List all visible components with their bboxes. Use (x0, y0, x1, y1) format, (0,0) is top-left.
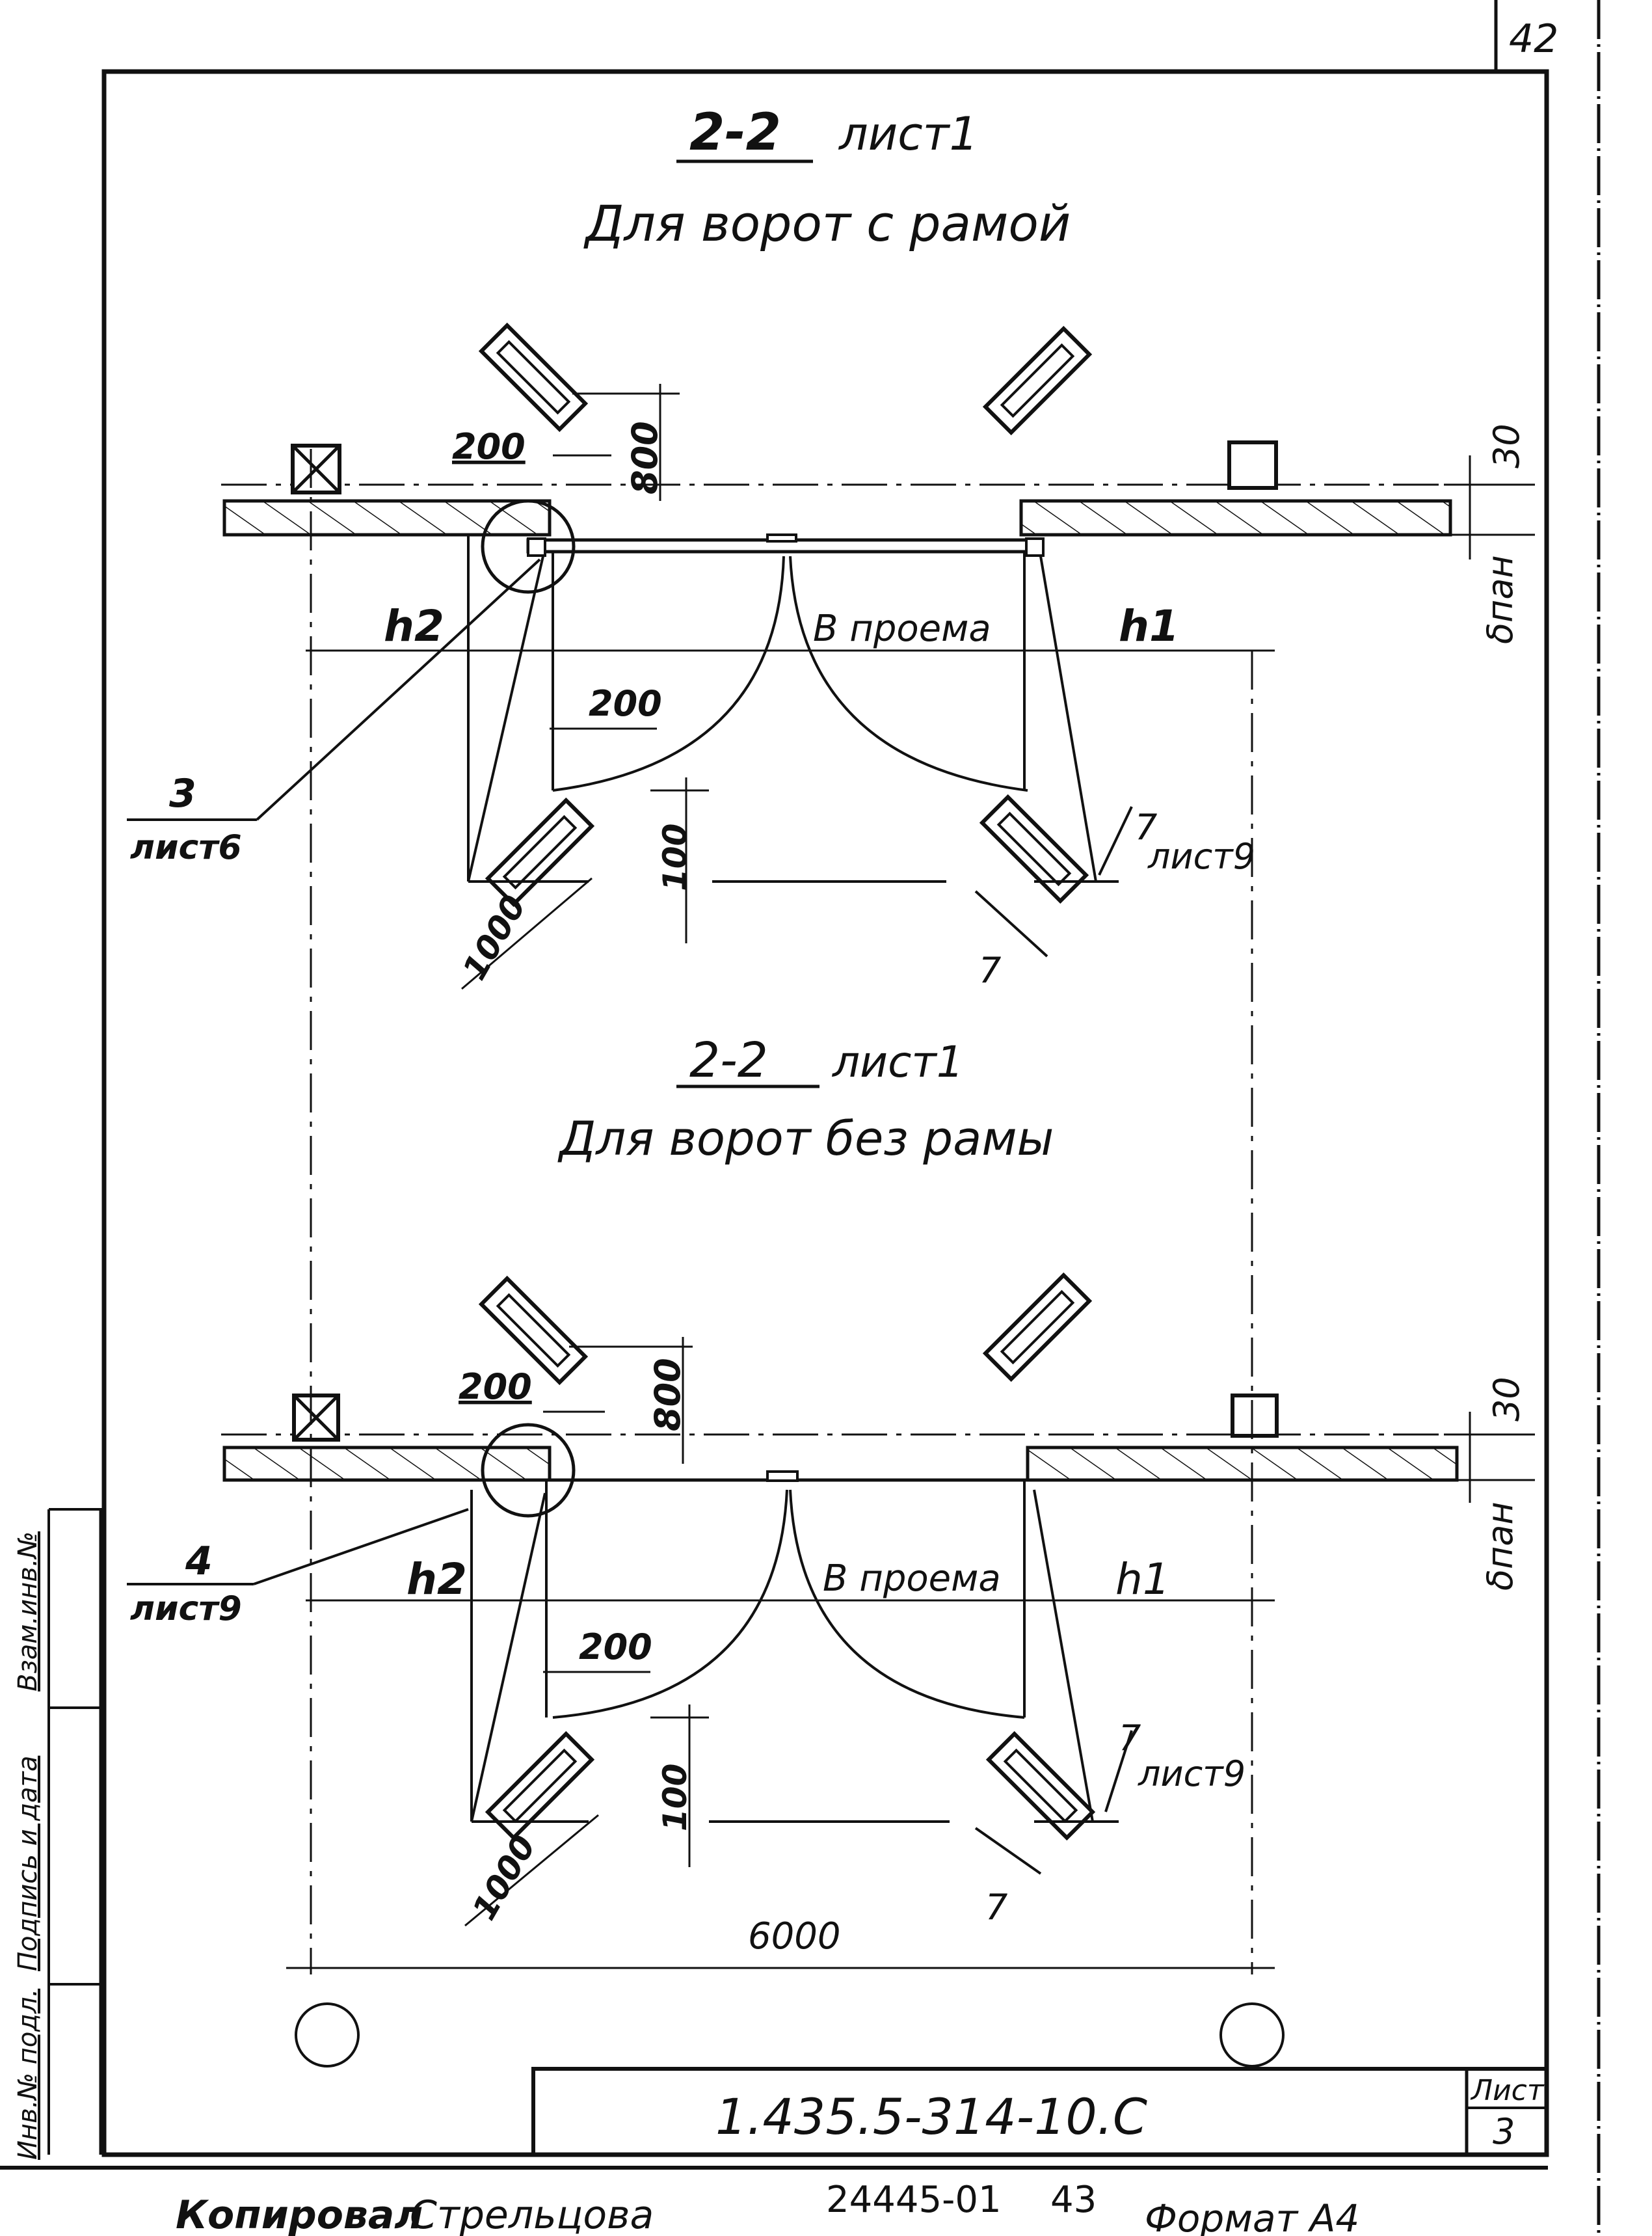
footer-name: Стрельцова (410, 2192, 654, 2236)
lower-callout-right-num: 7 (1119, 1717, 1141, 1758)
lower-column-left (292, 1394, 340, 1442)
upper-dim-200-top: 200 (452, 426, 526, 467)
lower-dim-1000: 1000 (465, 1829, 543, 1926)
lower-dim-b-opening: В проема (823, 1557, 1001, 1600)
upper-stop-top-left (478, 322, 589, 433)
lower-sheet-ref: лист1 (831, 1037, 964, 1087)
stamp-code: 1.435.5-314-10.C (715, 2088, 1147, 2146)
footer-num: 43 (1050, 2179, 1097, 2221)
upper-section-mark: 2-2 (689, 103, 781, 162)
upper-dim-h1: h1 (1119, 601, 1179, 651)
lower-wall-panel-right (1026, 1446, 1459, 1482)
lower-callout-right-sheet: лист9 (1138, 1753, 1246, 1794)
lower-dim-6000: 6000 (748, 1915, 841, 1958)
lower-section-cut (974, 1827, 1042, 1875)
lower-callout-left-num: 4 (185, 1539, 213, 1584)
lower-dim-200-mid: 200 (579, 1626, 652, 1667)
upper-dim-200-mid: 200 (589, 683, 662, 724)
upper-stop-top-right (982, 325, 1093, 436)
upper-dim-30: 30 (1486, 424, 1527, 468)
upper-dim-800: 800 (624, 421, 665, 494)
upper-caption: Для ворот с рамой (583, 195, 1071, 252)
lower-door-swing-right (789, 1489, 1025, 1719)
upper-dim-h2: h2 (384, 601, 444, 651)
lower-stop-bottom-left (485, 1731, 595, 1841)
axis-bubble-left (295, 2002, 360, 2068)
lower-dim-delta-pan: δпан (1480, 1502, 1521, 1591)
upper-section-cut (974, 890, 1048, 958)
lower-callout-left-sheet: лист9 (130, 1589, 242, 1628)
footer-format: Формат А4 (1145, 2196, 1359, 2236)
side-label-replace: Взам.инв.№ (13, 1531, 43, 1691)
upper-door-swing-right (789, 556, 1028, 792)
side-label-sign: Подпись и дата (13, 1756, 43, 1971)
lower-dim-100: 100 (656, 1764, 694, 1831)
lower-dim-200-top: 200 (459, 1366, 532, 1407)
upper-dim-delta-pan: δпан (1480, 555, 1521, 644)
lower-callout-left-leader (253, 1508, 469, 1585)
upper-column-left (291, 444, 341, 494)
lower-section-cut-label: 7 (985, 1887, 1007, 1928)
upper-section: 2-2 лист1 Для ворот с рамой (127, 103, 1535, 991)
upper-callout-right-num: 7 (1135, 807, 1157, 848)
page-number: 42 (1509, 16, 1558, 62)
lower-dim-h2: h2 (406, 1554, 467, 1604)
upper-dim-b-opening: В проема (813, 608, 991, 650)
stamp-sheet-no: 3 (1493, 2111, 1515, 2152)
upper-wall-panel-right (1019, 499, 1452, 537)
upper-column-right (1227, 440, 1278, 490)
binding-column (47, 1508, 104, 2155)
upper-stop-bottom-left (485, 797, 595, 908)
upper-sheet-ref: лист1 (838, 107, 978, 161)
upper-callout-left-num: 3 (169, 771, 196, 816)
upper-door-swing-left (552, 556, 785, 792)
lower-dim-800: 800 (647, 1358, 688, 1431)
lower-section-mark: 2-2 (689, 1032, 768, 1088)
lower-wall-panel-left (222, 1446, 552, 1482)
upper-callout-right-leader (1098, 806, 1133, 876)
stamp-sheet-label: Лист (1470, 2074, 1545, 2107)
upper-callout-right-sheet: лист9 (1147, 836, 1255, 877)
lower-stop-bottom-right (985, 1731, 1096, 1841)
lower-stop-top-right (982, 1272, 1093, 1382)
footer-copied: Копировал (176, 2192, 423, 2236)
title-stamp (531, 2067, 1549, 2157)
lower-dim-30: 30 (1486, 1377, 1527, 1421)
lower-node-circle (481, 1423, 576, 1518)
lower-column-right (1231, 1394, 1279, 1438)
side-label-inv: Инв.№ подл. (13, 1989, 43, 2160)
lower-caption: Для ворот без рамы (557, 1111, 1054, 1166)
upper-dim-100: 100 (656, 824, 694, 891)
axis-bubble-right (1219, 2002, 1285, 2068)
upper-callout-left-sheet: лист6 (130, 828, 242, 867)
footer-archive: 24445-01 (826, 2179, 1002, 2221)
upper-node-circle (481, 499, 576, 594)
lower-dim-h1: h1 (1115, 1554, 1170, 1604)
upper-section-cut-label: 7 (979, 950, 1001, 991)
upper-stop-bottom-right (979, 794, 1089, 904)
upper-callout-left-leader (256, 558, 541, 821)
lower-stop-top-left (478, 1275, 589, 1386)
lower-callout-right-leader (1104, 1730, 1133, 1812)
lower-door-swing-left (552, 1489, 788, 1719)
upper-wall-panel-left (222, 499, 552, 537)
